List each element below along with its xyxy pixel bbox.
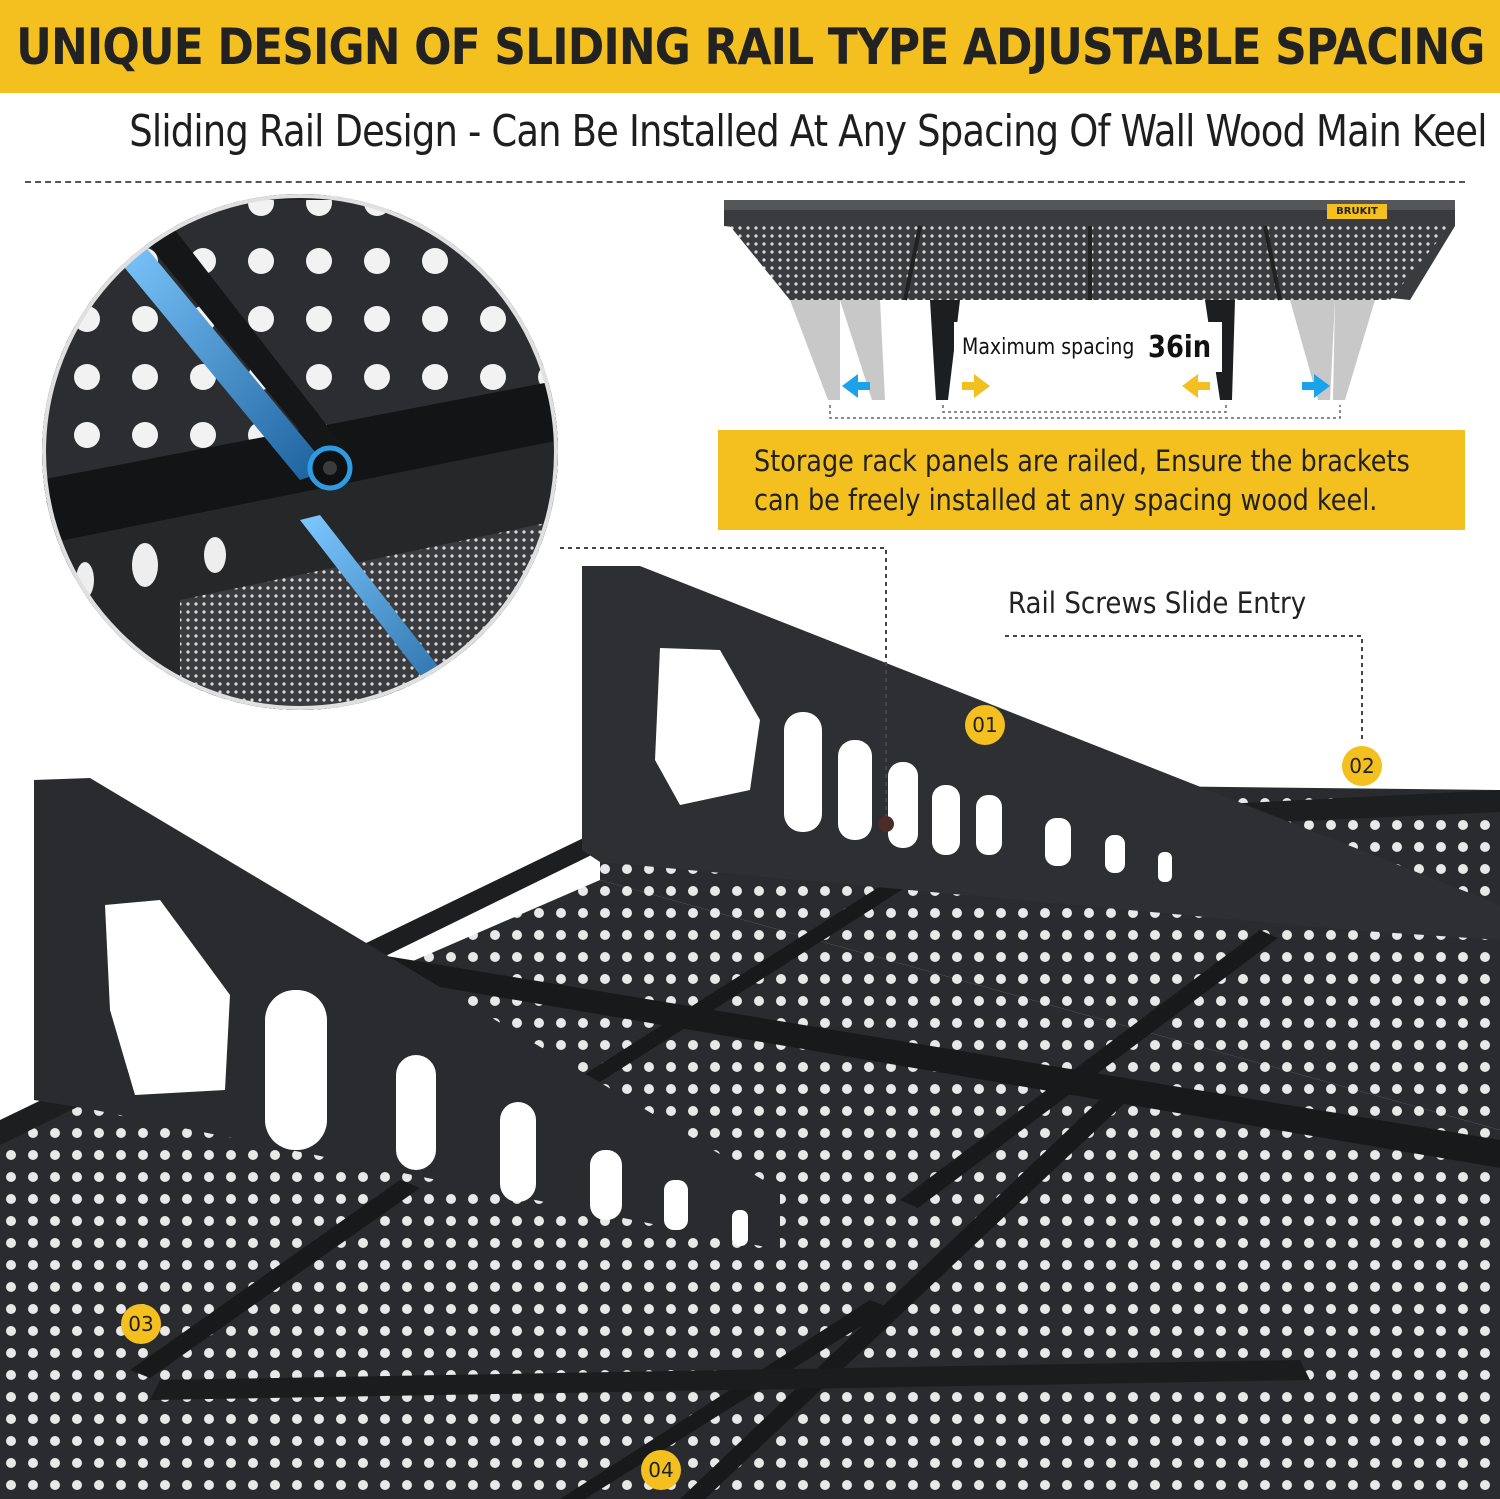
title-banner: UNIQUE DESIGN OF SLIDING RAIL TYPE ADJUS… [0, 0, 1500, 93]
shelf-rail [150, 1360, 1310, 1400]
marker-01: 01 [965, 705, 1005, 745]
spacing-value: 36in [1148, 329, 1212, 365]
spacing-label-text: Maximum spacing [962, 334, 1135, 360]
rail-screws-label: Rail Screws Slide Entry [1008, 586, 1339, 620]
callout-line-2: can be freely installed at any spacing w… [754, 483, 1378, 517]
arrow-left-icon [1182, 374, 1210, 398]
shelf-rail [680, 1090, 1130, 1499]
callout-box: Storage rack panels are railed, Ensure t… [718, 430, 1465, 530]
marker-04: 04 [641, 1450, 681, 1490]
shelf-rail [130, 1180, 420, 1378]
zoom-detail [42, 194, 558, 710]
header-divider [25, 181, 1465, 183]
marker-03: 03 [121, 1304, 161, 1344]
arrow-left-icon [842, 374, 870, 398]
leader-lines [560, 547, 1363, 832]
spacing-diagram [724, 200, 1455, 419]
arrow-right-icon [962, 374, 990, 398]
bracket-front [34, 778, 780, 1250]
spacing-label: Maximum spacing 36in [954, 322, 1222, 372]
rail-screws-text: Rail Screws Slide Entry [1008, 586, 1307, 620]
page-subtitle: Sliding Rail Design - Can Be Installed A… [0, 106, 1500, 157]
brand-tag: BRUKIT [1327, 204, 1387, 219]
shelf-rail [560, 880, 905, 1098]
callout-line-1: Storage rack panels are railed, Ensure t… [754, 444, 1410, 478]
shelf-rail [340, 950, 1500, 1168]
arrow-right-icon [1302, 374, 1330, 398]
bracket-back [582, 566, 1500, 940]
shelf-rail [560, 1300, 890, 1499]
marker-02: 02 [1342, 746, 1382, 786]
subtitle-text: Sliding Rail Design - Can Be Installed A… [129, 106, 1487, 157]
page-title: UNIQUE DESIGN OF SLIDING RAIL TYPE ADJUS… [15, 17, 1485, 76]
shelf-rail [900, 930, 1278, 1208]
